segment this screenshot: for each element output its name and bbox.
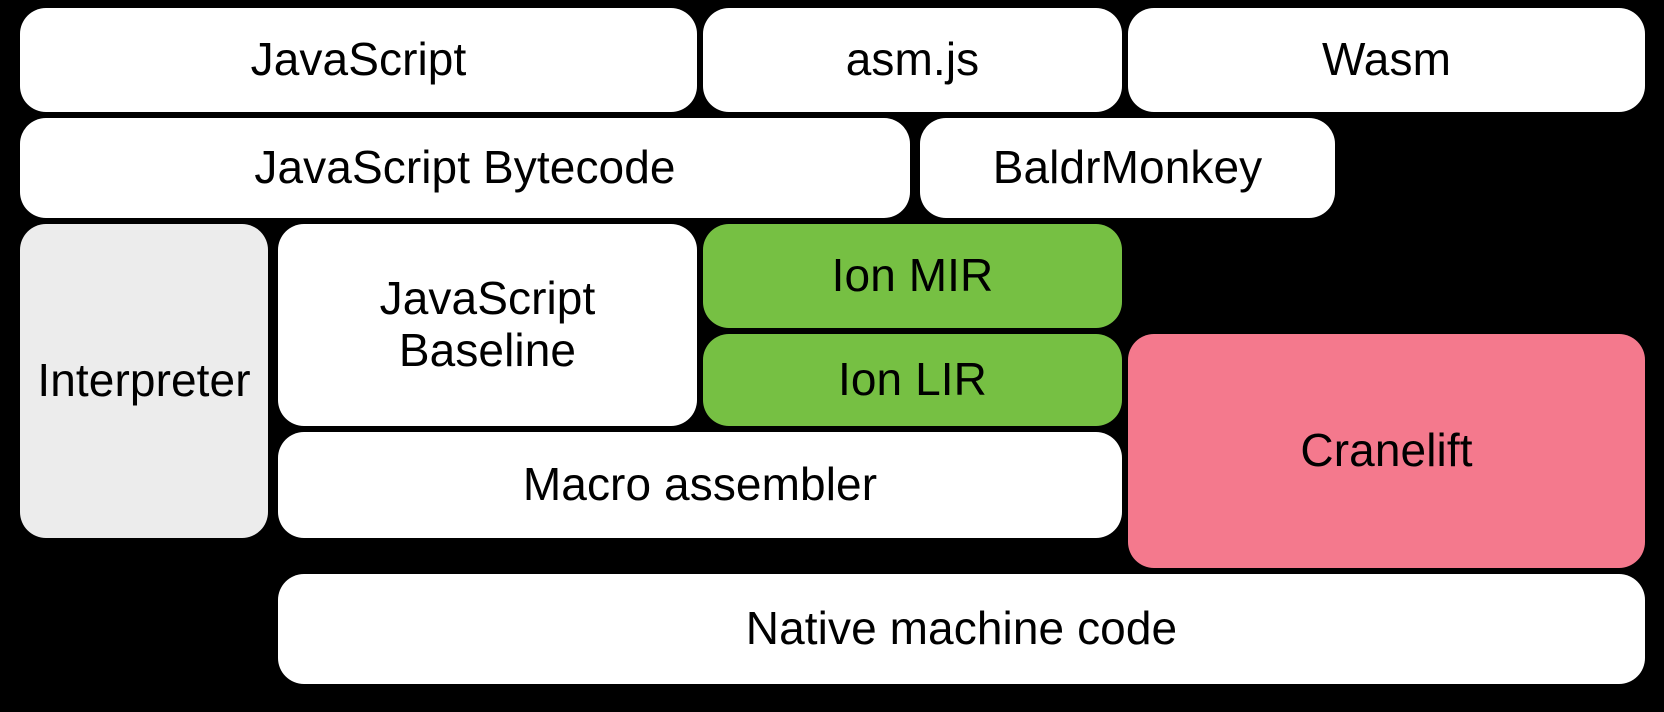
block-label-baldrmonkey: BaldrMonkey [992,141,1263,194]
block-native-machine-code: Native machine code [278,574,1645,684]
block-interpreter: Interpreter [20,224,268,538]
block-baldrmonkey: BaldrMonkey [920,118,1335,218]
block-label-asm-js: asm.js [845,33,980,86]
block-ion-lir: Ion LIR [703,334,1122,426]
block-javascript: JavaScript [20,8,697,112]
block-label-cranelift: Cranelift [1300,424,1473,477]
block-label-javascript-bytecode: JavaScript Bytecode [254,141,676,194]
block-cranelift: Cranelift [1128,334,1645,568]
block-wasm: Wasm [1128,8,1645,112]
block-label-native-machine-code: Native machine code [745,602,1178,655]
block-label-wasm: Wasm [1321,33,1451,86]
block-javascript-baseline: JavaScript Baseline [278,224,697,426]
block-ion-mir: Ion MIR [703,224,1122,328]
block-label-macro-assembler: Macro assembler [522,458,878,511]
block-label-javascript-baseline: JavaScript Baseline [379,272,596,376]
block-macro-assembler: Macro assembler [278,432,1122,538]
block-asm-js: asm.js [703,8,1122,112]
block-label-interpreter: Interpreter [37,354,251,407]
block-javascript-bytecode: JavaScript Bytecode [20,118,910,218]
block-label-javascript: JavaScript [250,33,467,86]
block-label-ion-mir: Ion MIR [831,249,994,302]
block-label-ion-lir: Ion LIR [837,353,987,406]
